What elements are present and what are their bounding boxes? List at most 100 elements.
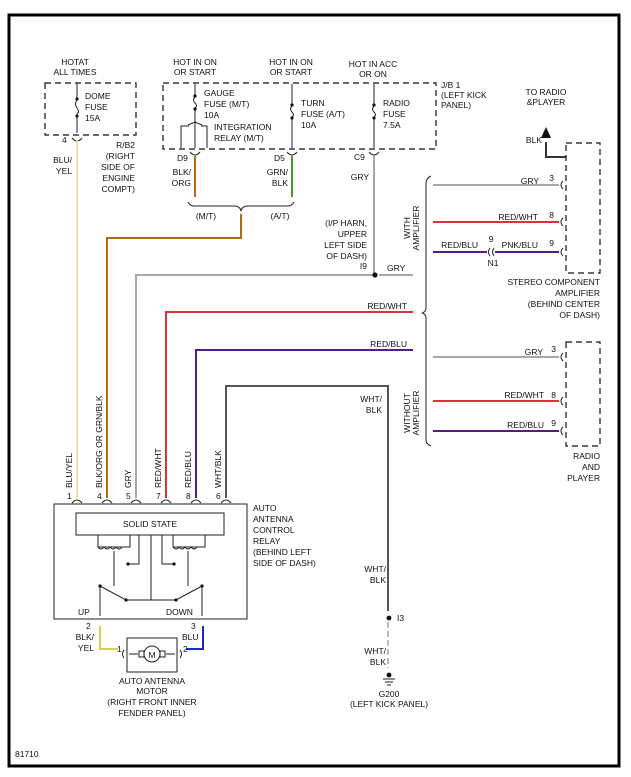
wire-blk-to-radio — [545, 142, 566, 158]
rb2-label-2: (RIGHT — [106, 151, 135, 161]
wire-blk-yel — [99, 626, 118, 650]
wire-red-blu — [195, 349, 413, 498]
motor-box — [126, 637, 178, 673]
out-pin-3: 3 — [191, 621, 196, 631]
jb1-block: J/B 1 (LEFT KICK PANEL) HOT IN ON OR STA… — [162, 57, 487, 221]
wa-row2-pin: 8 — [549, 210, 554, 220]
switch-dot-3 — [124, 598, 128, 602]
wa-row3-wire-in: RED/BLU — [441, 240, 478, 250]
ground-g200: WHT/ BLK I3 WHT/ BLK G200 (LEFT KICK PAN… — [350, 564, 428, 709]
relay-pin-wire-label: WHT/BLK — [213, 450, 223, 488]
jb1-label-2: (LEFT KICK — [441, 90, 487, 100]
radio-fuse-label-2: FUSE — [383, 109, 406, 119]
dome-fuse-symbol — [75, 83, 79, 133]
mid-red-wht-label: RED/WHT — [367, 301, 407, 311]
solid-state-box — [75, 512, 225, 536]
gauge-fuse-dot2 — [193, 107, 197, 111]
integration-relay-symbol — [180, 121, 208, 148]
brace-mt: (M/T) — [196, 211, 216, 221]
gnd-wire-upper-1: WHT/ — [364, 564, 386, 574]
stereo-amp-box — [565, 142, 601, 274]
radio-fuse-label-1: RADIO — [383, 98, 410, 108]
turn-fuse-label-3: 10A — [301, 120, 316, 130]
i9-label-3: LEFT SIDE — [324, 240, 367, 250]
turn-fuse-label-2: FUSE (A/T) — [301, 109, 345, 119]
wire-blu — [186, 626, 204, 650]
to-radio-wire: BLK — [526, 135, 542, 145]
relay-pin-number: 6 — [216, 491, 221, 501]
amp-pin-connectors — [560, 180, 564, 257]
gauge-connector — [189, 151, 201, 156]
up-label: UP — [78, 607, 90, 617]
dome-header-2: ALL TIMES — [54, 67, 97, 77]
turn-header-2: OR START — [270, 67, 312, 77]
rb2-label-3: SIDE OF — [101, 162, 135, 172]
wires — [76, 140, 566, 668]
antenna-motor: M 1 2 AUTO ANTENNA MOTOR (RIGHT FRONT IN… — [107, 637, 197, 718]
out-pin-2-wire-1: BLK/ — [76, 632, 95, 642]
wire-blk-org-or-grn-blk — [106, 214, 242, 498]
gauge-fuse-label-1: GAUGE — [204, 88, 235, 98]
wire-red-wht — [165, 311, 413, 498]
turn-wire-2: BLK — [272, 178, 288, 188]
turn-fuse-dot — [290, 103, 294, 107]
relay-box — [53, 503, 248, 620]
rb2-label-1: R/B2 — [116, 140, 135, 150]
dome-fuse-label-1: DOME — [85, 91, 111, 101]
relay-internals — [97, 535, 206, 600]
relay-name-4: RELAY — [253, 536, 281, 546]
without-amp-label-2: AMPLIFIER — [411, 391, 421, 436]
wa-row1-pin: 3 — [549, 173, 554, 183]
n1-connector — [488, 247, 495, 257]
ground-id: G200 — [379, 689, 400, 699]
gauge-header-1: HOT IN ON — [173, 57, 217, 67]
relay-pin-connector — [130, 499, 142, 504]
i9-label-2: UPPER — [338, 229, 367, 239]
gauge-fuse-symbol — [193, 84, 197, 148]
motor-name-2: MOTOR — [136, 686, 167, 696]
radio-name-2: AND — [582, 462, 600, 472]
relay-pin-connector — [220, 499, 232, 504]
woa-row2-pin: 8 — [551, 390, 556, 400]
switch-dot-6 — [172, 562, 176, 566]
relay-pin-wire-label: BLU/YEL — [64, 453, 74, 488]
to-radio-label-2: &PLAYER — [527, 97, 566, 107]
relay-name-5: (BEHIND LEFT — [253, 547, 311, 557]
dome-fuse-label-2: FUSE — [85, 102, 108, 112]
turn-header-1: HOT IN ON — [269, 57, 313, 67]
motor-leads — [129, 650, 175, 658]
relay-pin-wire-label: RED/BLU — [183, 451, 193, 488]
relay-pin-connector — [160, 499, 172, 504]
woa-row2-wire: RED/WHT — [504, 390, 544, 400]
mt-at-brace — [187, 201, 295, 212]
motor-name-3: (RIGHT FRONT INNER — [107, 697, 196, 707]
relay-pin-number: 5 — [126, 491, 131, 501]
rb2-label-5: COMPT) — [101, 184, 135, 194]
relay-pin-connector — [190, 499, 202, 504]
wa-row3-conn-pin: 9 — [489, 234, 494, 244]
radio-fuse-label-3: 7.5A — [383, 120, 401, 130]
radio-fuse-dot — [372, 103, 376, 107]
relay-label-1: INTEGRATION — [214, 122, 271, 132]
turn-connector — [286, 151, 298, 156]
without-amp-label-1: WITHOUT — [402, 393, 412, 433]
radio-fuse-symbol — [372, 84, 376, 148]
gauge-pin: D9 — [177, 153, 188, 163]
mid-red-blu-label: RED/BLU — [370, 339, 407, 349]
with-amp-rows: GRY 3 RED/WHT 8 RED/BLU 9 N1 PNK/BLU 9 S… — [441, 142, 601, 320]
motor-symbol: M — [148, 650, 155, 660]
turn-fuse-symbol — [290, 84, 294, 148]
wa-row3-pin: 9 — [549, 238, 554, 248]
dome-fuse-label-3: 15A — [85, 113, 100, 123]
gnd-wire-lower-1: WHT/ — [364, 646, 386, 656]
splice-i9 — [372, 272, 378, 278]
dome-wire-1: BLU/ — [53, 155, 73, 165]
wa-row3-wire: PNK/BLU — [502, 240, 538, 250]
splice-i3-label: I3 — [397, 613, 404, 623]
radio-pin: C9 — [354, 152, 365, 162]
motor-name-1: AUTO ANTENNA — [119, 676, 185, 686]
radio-player-box — [565, 341, 601, 447]
gauge-header-2: OR START — [174, 67, 216, 77]
turn-fuse-dot2 — [290, 116, 294, 120]
relay-pin-number: 4 — [97, 491, 102, 501]
